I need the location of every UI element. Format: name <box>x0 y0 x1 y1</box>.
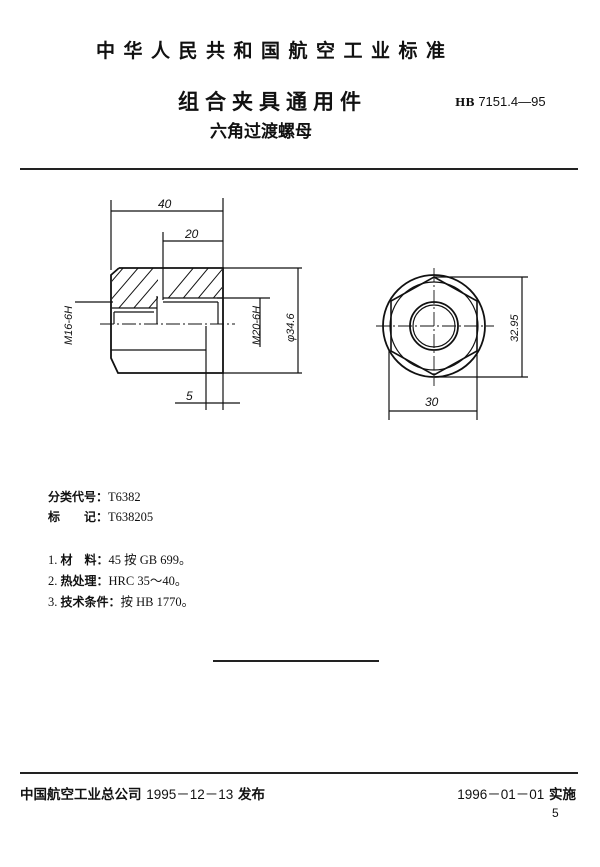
note-item: 2. 热处理：HRC 35～40。 <box>48 570 187 589</box>
document-subtitle: 六角过渡螺母 <box>210 122 312 142</box>
classification-label: 分类代号： <box>48 490 109 504</box>
thread-m20: M20-6H <box>251 306 263 345</box>
note-value: 按 HB 1770。 <box>120 595 195 609</box>
thread-m16: M16-6H <box>63 306 75 345</box>
document-code: HB 7151.4—95 <box>455 94 546 109</box>
technical-drawing: 40 20 5 M16-6H M20-6H φ34.6 30 32.95 <box>63 197 528 420</box>
mark-line: 标 记：T638205 <box>48 508 153 525</box>
dim-diameter: φ34.6 <box>285 313 297 342</box>
dim-20: 20 <box>184 227 199 241</box>
issue-info: 中国航空工业总公司 1995－12－13 发布 <box>20 783 265 803</box>
issuer: 中国航空工业总公司 <box>20 787 142 803</box>
note-item: 3. 技术条件：按 HB 1770。 <box>48 591 194 610</box>
effective-info: 1996－01－01 实施 <box>457 783 576 803</box>
note-number: 2. <box>48 574 58 588</box>
note-label: 技术条件： <box>60 595 121 609</box>
dim-5: 5 <box>186 389 193 403</box>
note-number: 3. <box>48 595 58 609</box>
note-label: 材 料： <box>60 553 109 567</box>
dim-40: 40 <box>158 197 172 211</box>
dim-across-flats: 30 <box>425 395 439 409</box>
mark-value: T638205 <box>108 510 154 524</box>
dim-across-corners: 32.95 <box>509 314 521 342</box>
standard-name: 中华人民共和国航空工业标准 <box>96 40 454 62</box>
mark-label: 标 记： <box>48 510 109 524</box>
page-number: 5 <box>552 806 559 820</box>
note-item: 1. 材 料：45 按 GB 699。 <box>48 549 192 568</box>
side-view <box>75 198 302 410</box>
end-rule <box>213 660 379 662</box>
effective-label: 实施 <box>549 787 576 803</box>
note-value: 45 按 GB 699。 <box>108 553 192 567</box>
effective-date: 1996－01－01 <box>457 787 545 802</box>
note-label: 热处理： <box>60 574 109 588</box>
classification-value: T6382 <box>108 490 141 504</box>
code-number: 7151.4—95 <box>478 94 546 109</box>
end-view <box>376 268 528 420</box>
issue-date: 1995－12－13 <box>146 787 234 802</box>
footer-rule <box>20 772 578 774</box>
document-title: 组合夹具通用件 <box>178 90 367 114</box>
header-rule <box>20 168 578 170</box>
note-value: HRC 35～40。 <box>108 574 188 588</box>
issue-label: 发布 <box>237 787 265 803</box>
code-prefix: HB <box>455 96 475 109</box>
note-number: 1. <box>48 553 58 567</box>
classification-line: 分类代号：T6382 <box>48 488 141 505</box>
